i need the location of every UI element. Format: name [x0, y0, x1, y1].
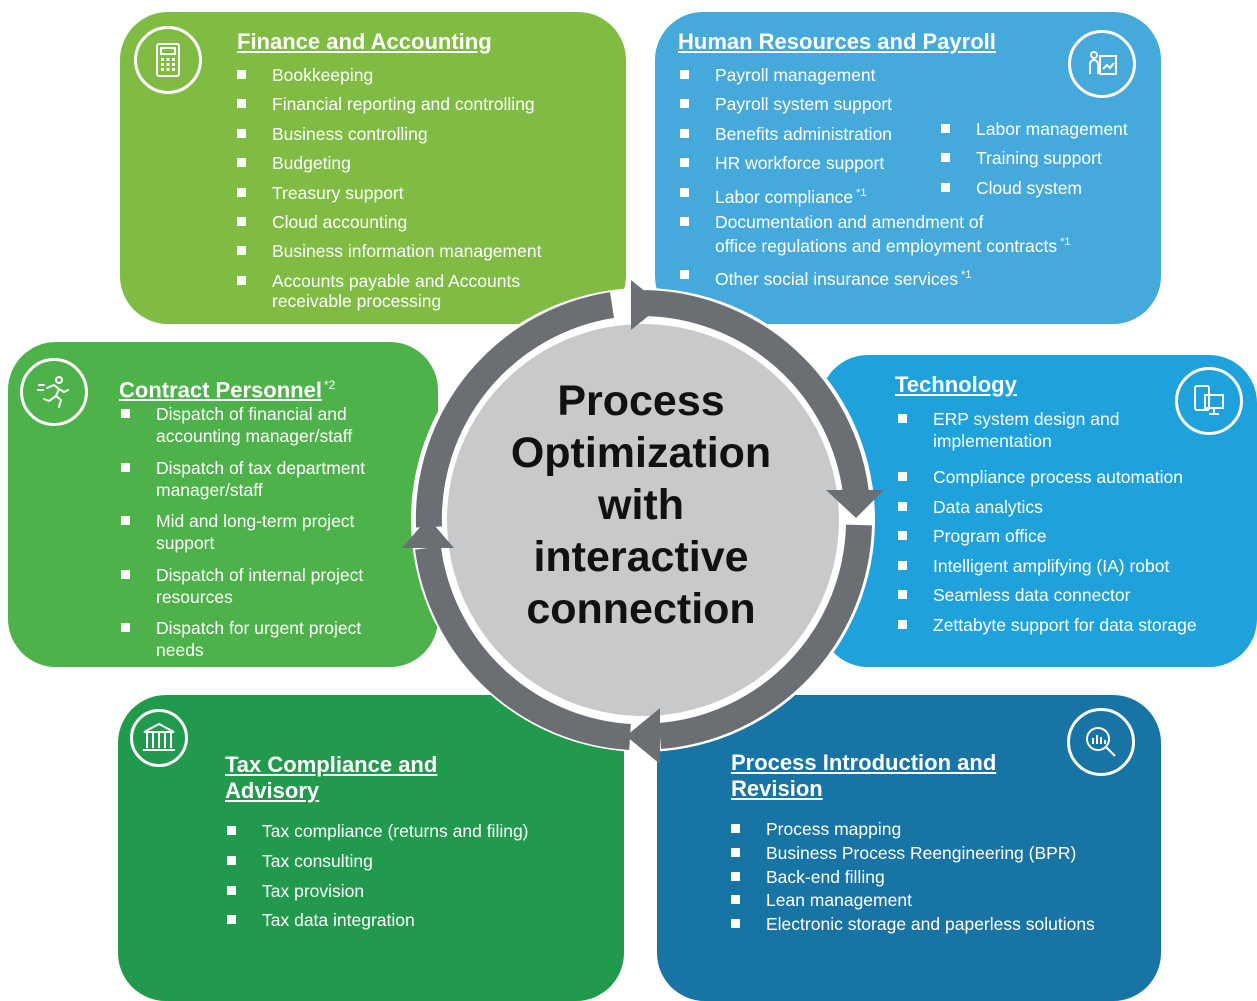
hr-side-list: Labor management Training support Cloud … — [941, 119, 1128, 207]
ring-arc-bottom-right — [658, 524, 872, 749]
list-item: Documentation and amendment of office re… — [680, 212, 1071, 265]
list-item: Lean management — [731, 890, 1095, 914]
list-item: Financial reporting and controlling — [237, 94, 541, 123]
list-item: Seamless data connector — [898, 584, 1197, 614]
ring-arc-top-left — [415, 292, 615, 528]
finance-title: Finance and Accounting — [237, 29, 492, 54]
list-item: Zettabyte support for data storage — [898, 614, 1197, 644]
list-item: Payroll management — [680, 65, 1071, 94]
center-gray-disc — [447, 324, 839, 716]
ring-arc-bottom-left — [415, 546, 631, 750]
list-item: Tax consulting — [227, 851, 529, 881]
list-item: Tax provision — [227, 881, 529, 911]
center-title: Process Optimization with interactive co… — [510, 377, 772, 633]
finance-accounting-panel: Finance and Accounting Bookkeeping Finan… — [120, 12, 626, 324]
list-item: Electronic storage and paperless solutio… — [731, 914, 1095, 938]
running-person-icon — [20, 358, 88, 426]
list-item: Program office — [898, 525, 1197, 555]
finance-list: Bookkeeping Financial reporting and cont… — [237, 65, 541, 311]
technology-title: Technology — [895, 372, 1017, 397]
list-item: Cloud system — [941, 178, 1128, 207]
calculator-icon — [134, 26, 202, 94]
list-item: Business Process Reengineering (BPR) — [731, 843, 1095, 867]
list-item: Cloud accounting — [237, 212, 541, 241]
list-item: Tax data integration — [227, 910, 529, 940]
process-list: Process mapping Business Process Reengin… — [731, 819, 1095, 938]
devices-icon — [1175, 367, 1243, 435]
list-item: Business controlling — [237, 124, 541, 153]
ring-arc-top-right — [643, 290, 869, 495]
bank-building-icon — [130, 709, 188, 767]
arrowhead-right — [826, 490, 884, 518]
contract-title: Contract Personnel*2 — [119, 377, 336, 403]
list-item: Back-end filling — [731, 867, 1095, 891]
list-item: Training support — [941, 148, 1128, 177]
list-item: Intelligent amplifying (IA) robot — [898, 555, 1197, 585]
contract-personnel-panel: Contract Personnel*2 Dispatch of financi… — [8, 342, 438, 667]
list-item: Labor management — [941, 119, 1128, 148]
list-item: Treasury support — [237, 183, 541, 212]
list-item: Labor compliance*1 — [680, 183, 1071, 212]
magnifier-chart-icon — [1067, 708, 1135, 776]
list-item: Data analytics — [898, 496, 1197, 526]
list-item: Accounts payable and Accounts receivable… — [237, 271, 541, 311]
hr-title: Human Resources and Payroll — [678, 29, 996, 54]
list-item: Budgeting — [237, 153, 541, 182]
list-item: Bookkeeping — [237, 65, 541, 94]
arrowhead-top — [631, 280, 662, 330]
list-item: Other social insurance services*1 — [680, 265, 1071, 294]
list-item: Payroll system support — [680, 94, 1071, 123]
presentation-person-icon — [1068, 30, 1136, 98]
list-item: Tax compliance (returns and filing) — [227, 821, 529, 851]
list-item: Benefits administration — [680, 124, 1071, 153]
list-item: Business information management — [237, 241, 541, 270]
arrowhead-left — [402, 518, 454, 548]
hr-payroll-panel: Human Resources and Payroll Payroll mana… — [655, 12, 1161, 324]
tax-list: Tax compliance (returns and filing) Tax … — [227, 821, 529, 940]
arrowhead-bottom — [626, 708, 660, 764]
hr-list: Payroll management Payroll system suppor… — [680, 65, 1071, 294]
list-item: HR workforce support — [680, 153, 1071, 182]
list-item: Process mapping — [731, 819, 1095, 843]
list-item: Compliance process automation — [898, 466, 1197, 496]
